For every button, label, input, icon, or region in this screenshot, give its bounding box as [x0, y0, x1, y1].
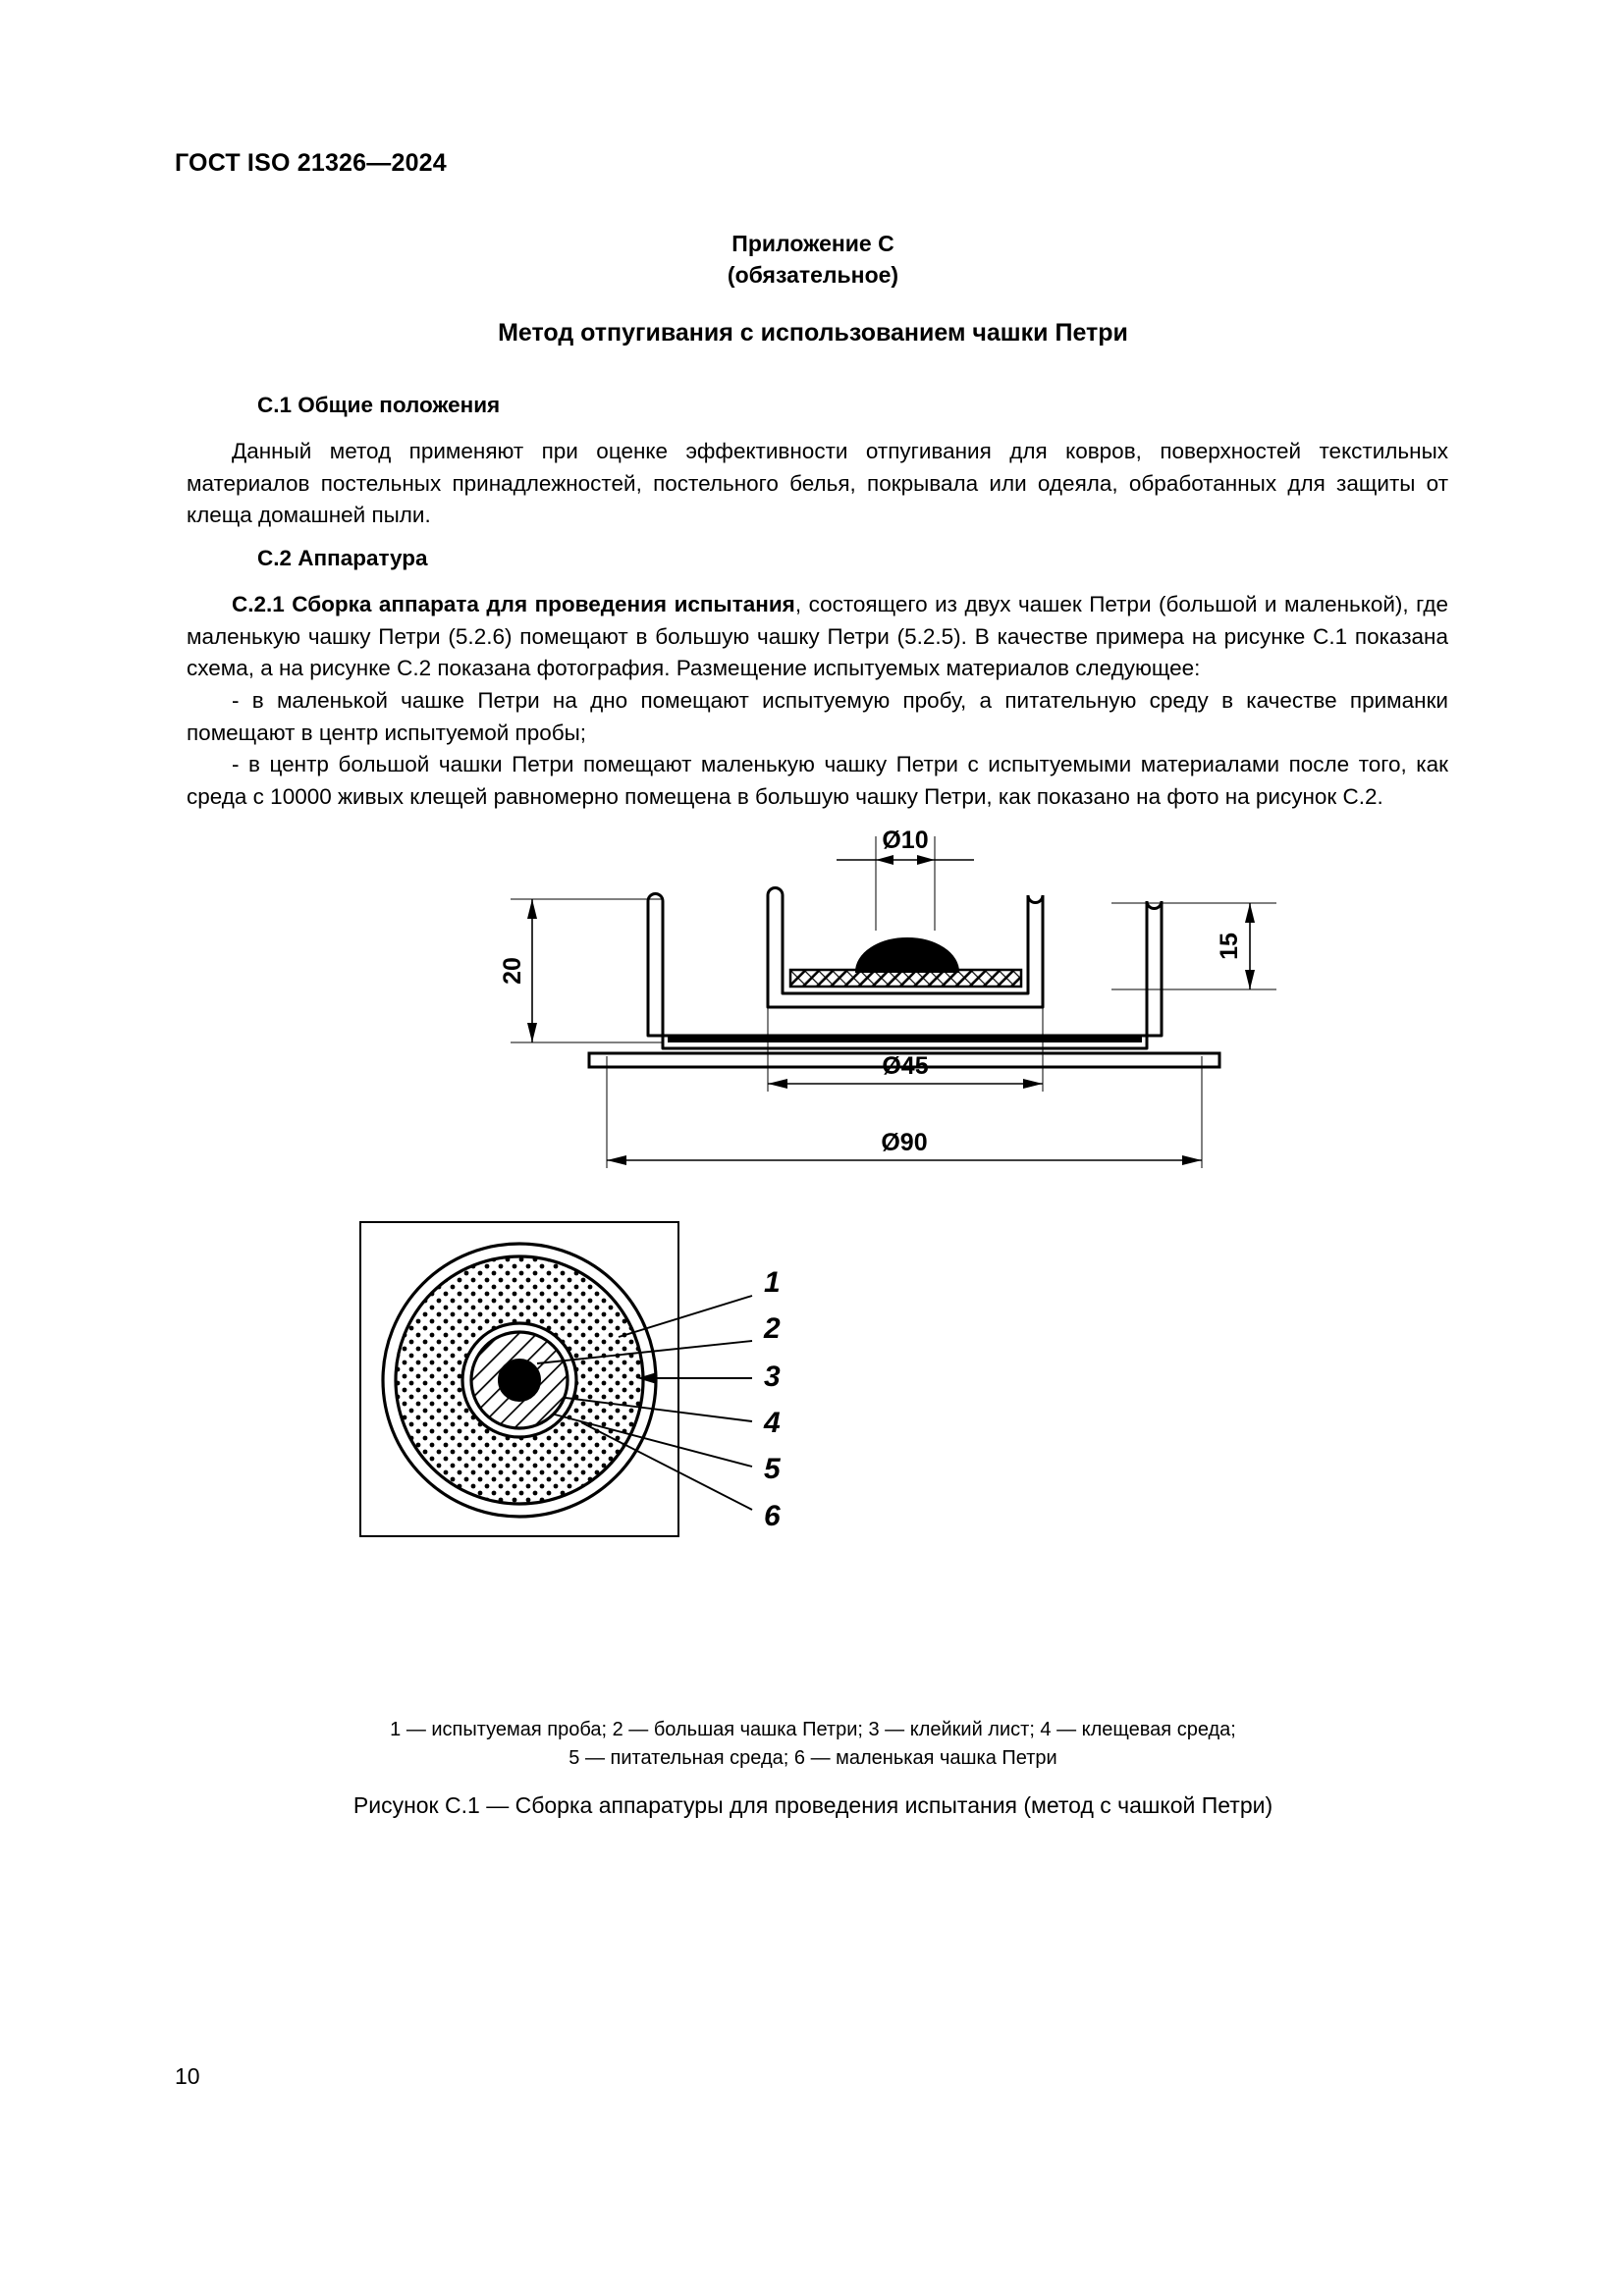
dimension-label-small-dish-height: 15: [1216, 933, 1243, 960]
leader-arrow-3: [637, 1372, 657, 1384]
paragraph-c21: C.2.1 Сборка аппарата для проведения исп…: [187, 589, 1448, 685]
paragraph-c21-bullet-2: - в центр большой чашки Петри помещают м…: [187, 749, 1448, 813]
callout-number-2: 2: [763, 1312, 781, 1345]
figure-legend-line-2: 5 — питательная среда; 6 — маленькая чаш…: [568, 1747, 1057, 1769]
section-heading-c1: C.1 Общие положения: [257, 393, 501, 417]
circle-nutrient-medium: [498, 1359, 541, 1402]
figure-caption: Рисунок С.1 — Сборка аппаратуры для пров…: [352, 1792, 1273, 1818]
callout-number-4: 4: [763, 1407, 781, 1439]
annex-heading: Приложение С (обязательное): [175, 228, 1451, 291]
document-header: ГОСТ ISO 21326—2024: [175, 149, 447, 177]
callout-number-3: 3: [764, 1361, 781, 1393]
paragraph-c21-lead: C.2.1 Сборка аппарата для проведения исп…: [232, 592, 795, 616]
paragraph-c1: Данный метод применяют при оценке эффект…: [187, 436, 1448, 532]
figure-c1-cross-section: Ø10 20 15 Ø45 Ø90: [499, 825, 1355, 1207]
paragraph-c21-bullet-1: - в маленькой чашке Петри на дно помещаю…: [187, 685, 1448, 749]
dimension-label-large-dish-diameter: Ø90: [881, 1129, 927, 1156]
callout-number-5: 5: [764, 1453, 782, 1485]
page-number: 10: [175, 2063, 200, 2089]
leader-line-1: [618, 1295, 753, 1338]
paragraph-c21-rest: , состоящего из двух чашек Петри (большо…: [187, 592, 1449, 681]
dimension-label-large-dish-height: 20: [499, 957, 526, 985]
figure-legend-line-1: 1 — испытуемая проба; 2 — большая чашка …: [390, 1719, 1236, 1740]
paragraph-c1-text: Данный метод применяют при оценке эффект…: [187, 439, 1448, 528]
annex-status: (обязательное): [727, 262, 899, 288]
section-heading-c2: C.2 Аппаратура: [257, 546, 428, 570]
leader-line-4: [565, 1397, 753, 1422]
method-title: Метод отпугивания с использованием чашки…: [498, 319, 1128, 347]
callout-number-1: 1: [764, 1266, 781, 1299]
bullet-2-text: - в центр большой чашки Петри помещают м…: [187, 752, 1448, 809]
dimension-label-small-dish-diameter: Ø45: [882, 1052, 928, 1080]
figure-c1-top-view: 1 2 3 4 5 6: [359, 1221, 1125, 1692]
figure-legend: 1 — испытуемая проба; 2 — большая чашка …: [175, 1716, 1451, 1773]
dimension-label-inner-diameter: Ø10: [882, 827, 928, 854]
bullet-1-text: - в маленькой чашке Петри на дно помещаю…: [187, 688, 1448, 745]
annex-title: Приложение С: [731, 231, 894, 256]
callout-number-6: 6: [764, 1500, 781, 1532]
leader-line-6: [580, 1421, 753, 1511]
leader-line-5: [554, 1414, 753, 1468]
leader-line-2: [536, 1340, 753, 1364]
